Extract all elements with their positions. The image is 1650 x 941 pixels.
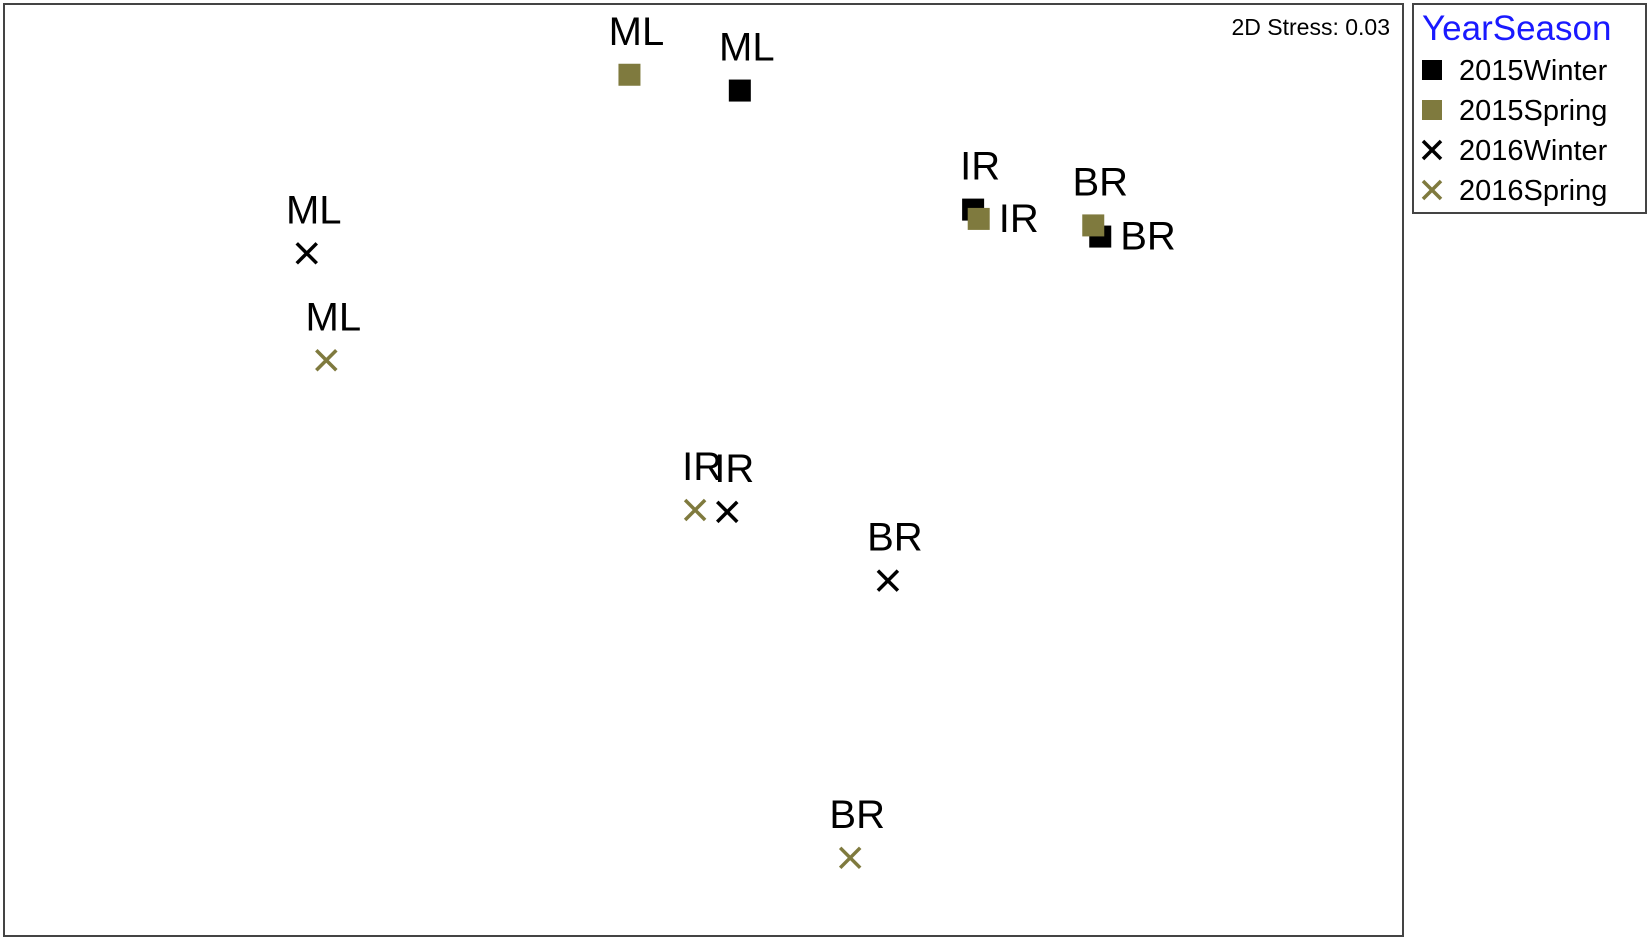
data-point-marker bbox=[967, 207, 990, 230]
legend-marker bbox=[1422, 60, 1442, 80]
legend: YearSeason 2015Winter 2015Spring 2016Winte… bbox=[1412, 3, 1647, 214]
legend-marker bbox=[1422, 100, 1442, 120]
legend-entry: 2016Winter bbox=[1421, 135, 1608, 167]
data-point-marker bbox=[618, 63, 641, 86]
data-point-label: ML bbox=[609, 10, 665, 54]
data-point-marker bbox=[728, 79, 751, 102]
data-point-marker bbox=[876, 569, 900, 592]
data-points: ML IR BR ML IR BR ML IR BR ML IR BR bbox=[286, 10, 1176, 870]
legend-entry: 2015Winter bbox=[1422, 55, 1608, 87]
stress-annotation: 2D Stress: 0.03 bbox=[1231, 14, 1390, 40]
plot-frame bbox=[3, 3, 1404, 937]
data-point-label: ML bbox=[286, 188, 342, 232]
data-point-label: BR bbox=[829, 793, 885, 837]
legend-label: 2016Winter bbox=[1459, 135, 1608, 167]
data-point-label: IR bbox=[960, 145, 1000, 189]
legend-label: 2015Winter bbox=[1459, 55, 1608, 87]
data-point-marker bbox=[683, 498, 707, 522]
data-point-marker bbox=[295, 242, 318, 265]
data-point-marker bbox=[716, 500, 739, 524]
data-point-label: ML bbox=[306, 295, 362, 339]
data-point-label: IR bbox=[682, 445, 722, 489]
data-point-marker bbox=[315, 349, 338, 372]
legend-label: 2015Spring bbox=[1459, 95, 1607, 127]
legend-title: YearSeason bbox=[1422, 9, 1611, 48]
legend-marker bbox=[1421, 179, 1443, 201]
data-point-label: BR bbox=[1120, 215, 1176, 259]
data-point-marker bbox=[838, 846, 862, 870]
data-point-label: BR bbox=[1072, 160, 1128, 204]
legend-entries: 2015Winter 2015Spring 2016Winter 2016Spring bbox=[1421, 55, 1608, 207]
data-point-marker bbox=[1082, 214, 1105, 237]
data-point-label: IR bbox=[714, 447, 754, 491]
legend-box bbox=[1412, 3, 1647, 214]
legend-entry: 2016Spring bbox=[1421, 175, 1607, 207]
legend-entry: 2015Spring bbox=[1422, 95, 1607, 127]
data-point-label: IR bbox=[999, 197, 1039, 241]
data-point-label: ML bbox=[719, 26, 775, 70]
legend-marker bbox=[1421, 139, 1443, 161]
legend-label: 2016Spring bbox=[1459, 175, 1607, 207]
data-point-label: BR bbox=[867, 516, 923, 560]
